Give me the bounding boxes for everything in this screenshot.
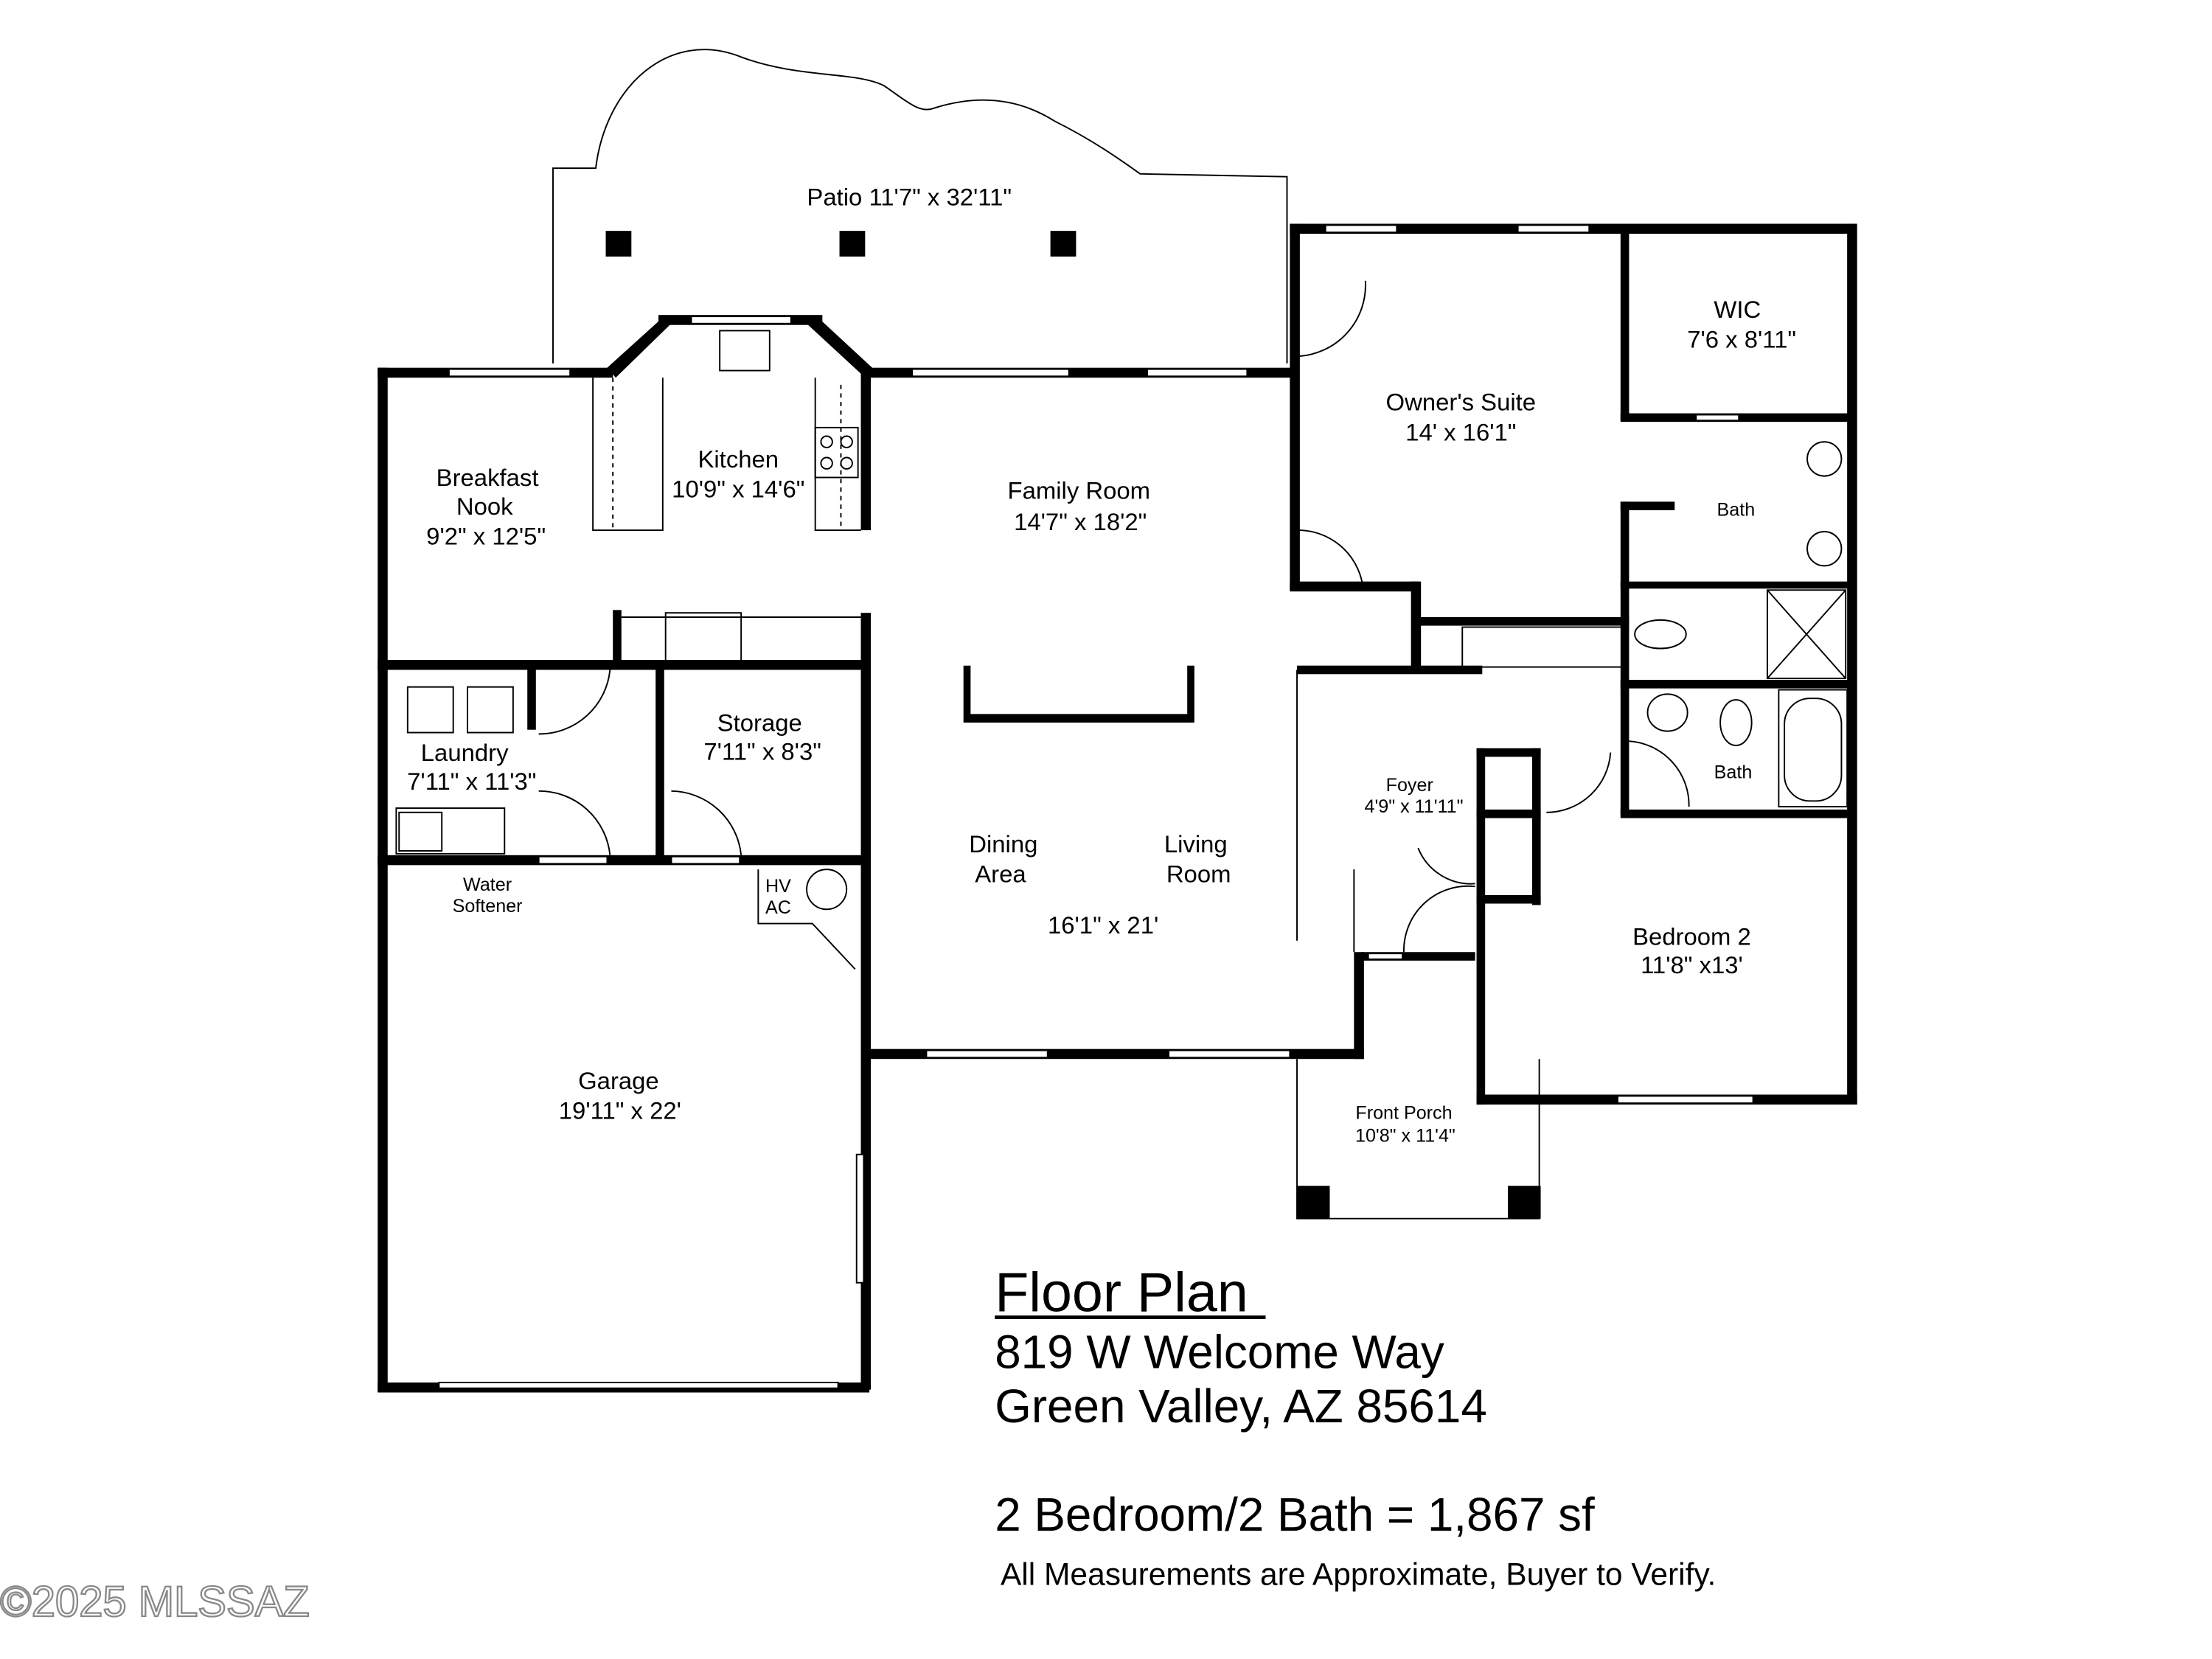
second-bath-label: Bath [1714, 762, 1753, 782]
bedroom-2-label: Bedroom 2 [1632, 923, 1751, 950]
floor-plan-title: Floor Plan [995, 1261, 1248, 1323]
address-line-1: 819 W Welcome Way [995, 1326, 1444, 1379]
dining-area-label: Dining [969, 830, 1037, 858]
storage-size: 7'11" x 8'3" [703, 737, 821, 765]
garage-size: 19'11" x 22' [559, 1096, 681, 1124]
foyer-label: Foyer [1386, 775, 1433, 796]
living-room-size: 16'1" x 21' [1048, 911, 1158, 939]
bedroom-2-size: 11'8" x13' [1641, 951, 1743, 978]
owner-bath-label: Bath [1717, 500, 1756, 521]
room-labels: Breakfast Nook 9'2" x 12'5" Kitchen 10'9… [407, 296, 1796, 1146]
hvac-label: AC [765, 897, 791, 918]
kitchen-size: 10'9" x 14'6" [672, 476, 804, 503]
kitchen-label: Kitchen [698, 445, 779, 473]
laundry-size: 7'11" x 11'3" [407, 768, 536, 795]
fixtures [395, 280, 1848, 1220]
address-line-2: Green Valley, AZ 85614 [995, 1380, 1487, 1433]
front-porch-label: Front Porch [1355, 1102, 1452, 1123]
summary: 2 Bedroom/2 Bath = 1,867 sf [995, 1488, 1595, 1541]
water-softener-label: Softener [453, 896, 523, 917]
patio-label: Patio 11'7" x 32'11" [807, 183, 1012, 210]
garage-label: Garage [578, 1067, 659, 1094]
water-softener-label: Water [463, 874, 512, 895]
living-room-label: Room [1166, 860, 1231, 888]
family-room-label: Family Room [1008, 477, 1151, 504]
foyer-size: 4'9" x 11'11" [1365, 796, 1464, 817]
living-room-label: Living [1164, 830, 1228, 858]
patio-post [839, 231, 866, 257]
dining-area-label: Area [975, 860, 1026, 888]
family-room-size: 14'7" x 18'2" [1014, 508, 1147, 535]
breakfast-nook-label: Breakfast [437, 464, 539, 491]
front-porch-size: 10'8" x 11'4" [1355, 1125, 1455, 1146]
patio-post [605, 231, 632, 257]
wic-label: WIC [1714, 296, 1761, 323]
info-block: Floor Plan 819 W Welcome Way Green Valle… [995, 1261, 1716, 1592]
walls [378, 223, 1857, 1393]
watermark: ©2025 MLSSAZ [0, 1579, 310, 1626]
storage-label: Storage [717, 709, 802, 737]
breakfast-nook-size: 9'2" x 12'5" [426, 522, 546, 549]
laundry-label: Laundry [421, 739, 509, 766]
disclaimer: All Measurements are Approximate, Buyer … [1001, 1557, 1716, 1592]
patio-post [1050, 231, 1077, 257]
wic-size: 7'6 x 8'11" [1687, 326, 1796, 353]
hvac-label: HV [765, 876, 791, 897]
breakfast-nook-label: Nook [456, 493, 513, 520]
owners-suite-label: Owner's Suite [1386, 389, 1537, 416]
patio-outline [552, 49, 1288, 364]
owners-suite-size: 14' x 16'1" [1405, 418, 1516, 445]
